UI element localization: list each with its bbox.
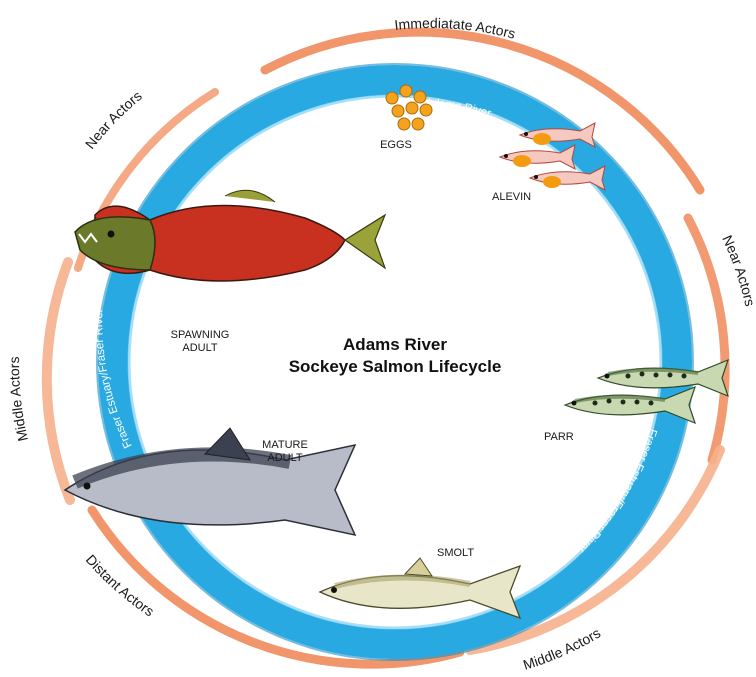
diagram-title-line2: Sockeye Salmon Lifecycle	[289, 357, 502, 376]
eggs-label: EGGS	[380, 139, 412, 151]
parr-label: PARR	[544, 431, 574, 443]
near-actors-label-right: Near Actors	[719, 233, 756, 308]
near-actors-label-left: Near Actors	[82, 88, 145, 152]
near-actor-arc-right	[688, 218, 725, 460]
smolt-label: SMOLT	[437, 547, 474, 559]
mature-adult-label-line1: MATURE	[262, 439, 308, 451]
spawning-adult-label-line1: SPAWNING	[171, 329, 230, 341]
middle-actors-label-left: Middle Actors	[6, 356, 31, 442]
diagram-title-line1: Adams River	[343, 335, 447, 354]
pacific-ocean-label: Pacific Ocean	[230, 535, 296, 582]
parr-illustration	[565, 360, 728, 423]
spawning-adult-label-line2: ADULT	[182, 342, 218, 354]
alevin-label: ALEVIN	[492, 191, 531, 203]
distant-actors-label: Distant Actors	[83, 551, 157, 619]
spawning-adult-illustration	[75, 190, 385, 281]
mature-adult-label-line2: ADULT	[267, 452, 303, 464]
middle-actor-arc-left	[47, 262, 70, 500]
